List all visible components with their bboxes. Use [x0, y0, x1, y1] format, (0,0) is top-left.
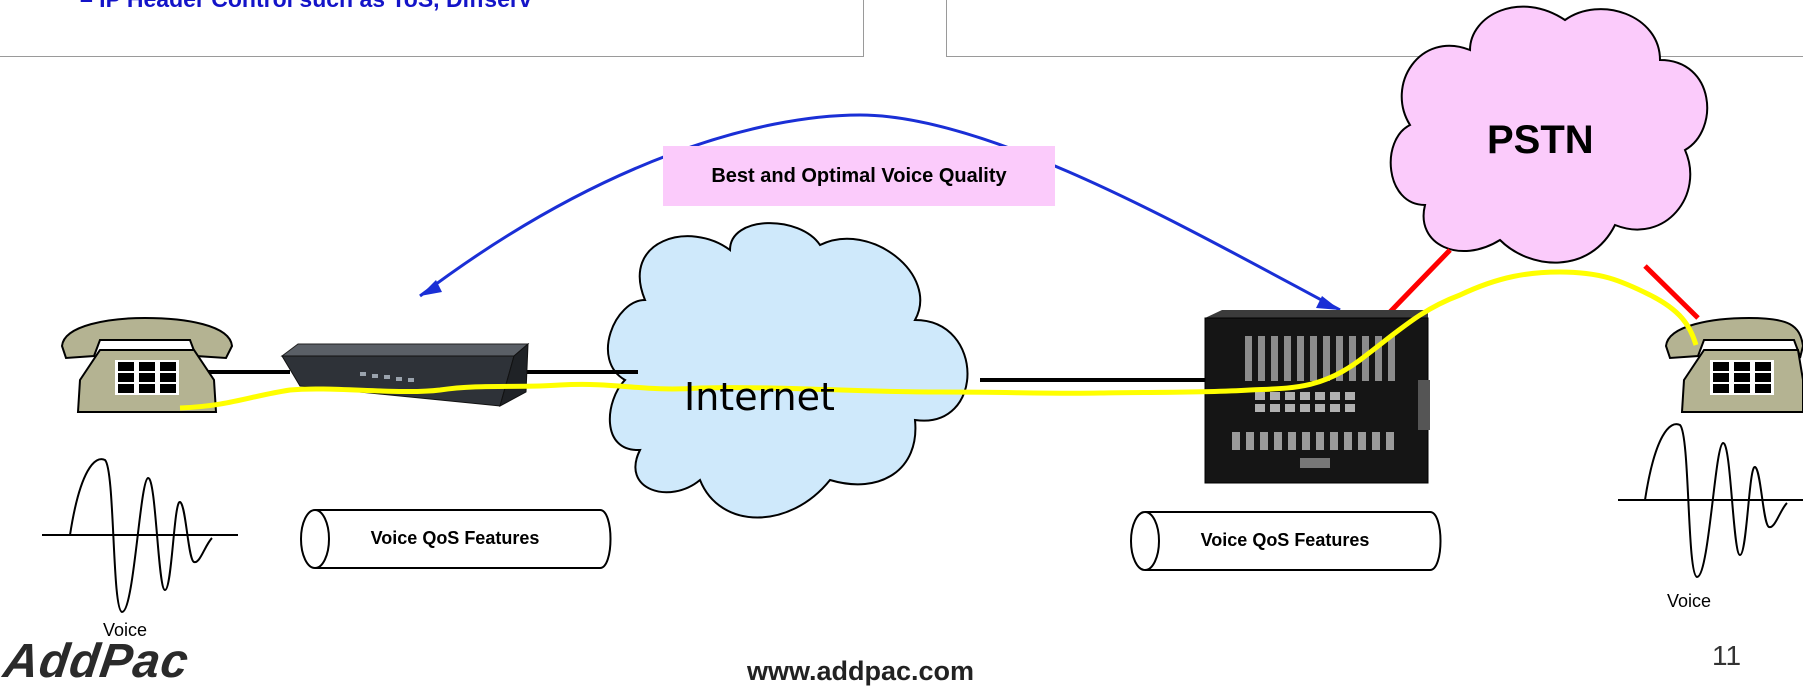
- small-router: [280, 342, 530, 407]
- top-bullet-text: – IP Header Control such as ToS, Diffser…: [80, 0, 532, 13]
- addpac-logo: AddPac: [0, 635, 193, 688]
- gateway-chassis: [1204, 310, 1430, 484]
- pstn-link-left: [1388, 248, 1452, 314]
- arc-arrowhead-left: [420, 280, 442, 296]
- top-left-panel: [0, 0, 864, 57]
- right-qos-label: Voice QoS Features: [1200, 530, 1370, 550]
- arc-arrowhead-right: [1316, 296, 1340, 310]
- page-number: 11: [1712, 640, 1742, 671]
- right-voice-label: Voice: [1667, 591, 1712, 611]
- left-waveform: [69, 458, 213, 614]
- right-waveform: [1644, 423, 1788, 579]
- top-right-panel: [946, 0, 1803, 57]
- left-qos-label: Voice QoS Features: [370, 528, 540, 548]
- website-url: www.addpac.com: [747, 656, 975, 686]
- left-qos-pipe: [300, 509, 612, 569]
- right-qos-pipe: [1130, 511, 1442, 571]
- quality-arc: [419, 113, 1341, 312]
- quality-arc-label: Best and Optimal Voice Quality: [663, 146, 1055, 206]
- pstn-link-right: [1643, 264, 1700, 320]
- pstn-label: PSTN: [1487, 118, 1594, 162]
- pstn-cloud: [1389, 5, 1709, 264]
- internet-cloud: [606, 222, 969, 519]
- internet-label: Internet: [684, 375, 835, 419]
- left-phone: [60, 316, 234, 413]
- voice-path: [179, 269, 1699, 411]
- right-phone: [1664, 316, 1803, 413]
- left-voice-label: Voice: [103, 620, 148, 640]
